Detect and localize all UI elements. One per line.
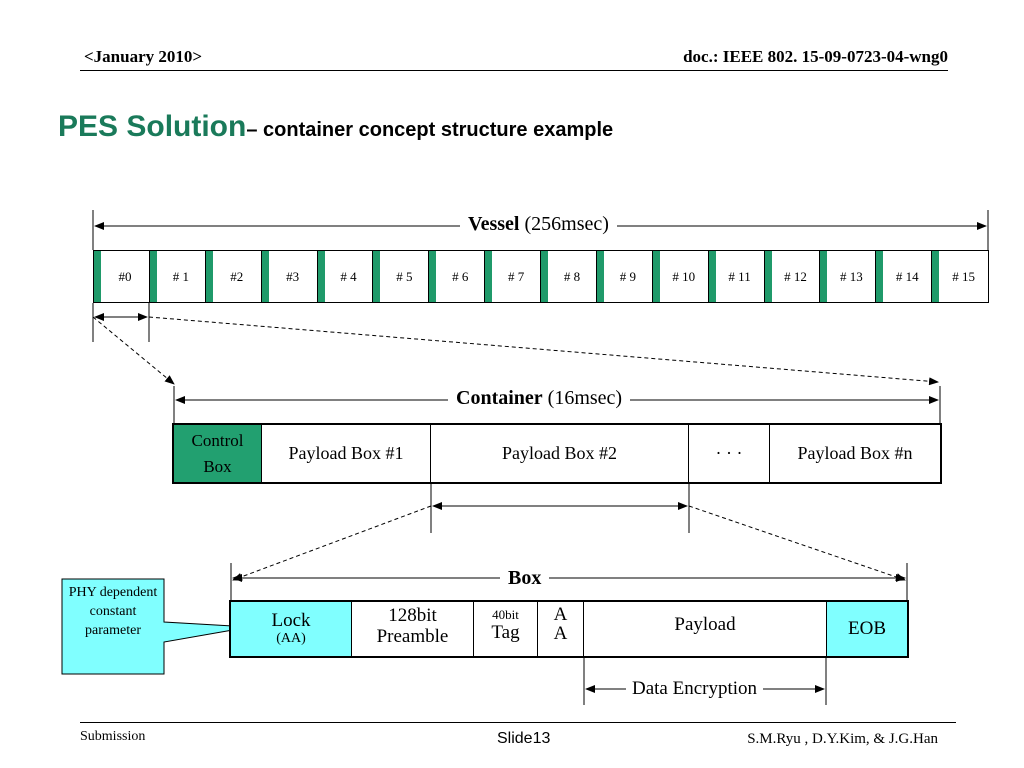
footer-authors: S.M.Ryu , D.Y.Kim, & J.G.Han [747,731,938,747]
vessel-label: Vessel (256msec) [460,213,617,236]
preamble-label: Preamble [376,626,449,647]
aa-field: A A [538,602,584,656]
vessel-slot-control-marker [429,251,437,302]
payload-box-n: Payload Box #n [797,443,913,463]
vessel-slot: # 4 [325,251,374,302]
vessel-slot: # 11 [716,251,765,302]
vessel-slot-control-marker [317,251,325,302]
vessel-slot-control-marker [708,251,716,302]
vessel-label-duration: (256msec) [524,213,609,235]
lock-sublabel: (AA) [276,631,306,646]
ellipsis: · · · [689,425,770,482]
slide-title: PES Solution– container concept structur… [58,110,613,144]
tag-label: Tag [491,622,520,643]
aa-line-1: A [553,604,568,625]
eob-field: EOB [827,602,907,656]
container-label-duration: (16msec) [547,387,623,409]
vessel-slot-control-marker [820,251,828,302]
vessel-slot: # 14 [883,251,933,302]
vessel-slot-control-marker [652,251,660,302]
vessel-slot: #3 [269,251,318,302]
footer-slide-number: Slide13 [497,730,551,747]
vessel-slot: # 15 [952,268,975,284]
lock-label: Lock [271,610,311,631]
control-box: Control Box [174,425,262,482]
box-label: Box [500,567,550,590]
vessel-slot-control-marker [932,251,940,302]
vessel-slot: # 7 [492,251,541,302]
payload-box-1: Payload Box #1 [262,425,431,482]
vessel-label-bold: Vessel [468,213,520,235]
footer-divider [80,722,956,723]
payload-field: Payload [584,602,827,656]
vessel-slot: # 1 [157,251,206,302]
vessel-slot-control-marker [876,251,884,302]
vessel-slot-control-marker [764,251,772,302]
container-label: Container (16msec) [448,387,631,410]
vessel-slot: # 8 [548,251,597,302]
payload-box-2: Payload Box #2 [431,425,689,482]
title-subtitle: – container concept structure example [246,119,614,141]
container-row: Control Box Payload Box #1 Payload Box #… [172,423,942,484]
vessel-slot: # 6 [436,251,486,302]
vessel-slot: # 12 [772,251,821,302]
vessel-slot-control-marker [94,251,101,302]
footer-submission: Submission [80,729,146,744]
header-divider [80,70,948,71]
vessel-slot-control-marker [596,251,604,302]
title-main: PES Solution [58,110,247,143]
header-date: <January 2010> [84,47,203,66]
callout-shape [61,578,251,675]
lock-field: Lock (AA) [231,602,352,656]
vessel-slot: # 9 [604,251,653,302]
vessel-slot: # 5 [380,251,430,302]
vessel-slot-control-marker [149,251,157,302]
vessel-bar: #0# 1#2#3# 4# 5# 6# 7# 8# 9# 10# 11# 12#… [93,250,989,303]
preamble-field: 128bit Preamble [352,602,474,656]
container-label-bold: Container [456,387,543,409]
tag-field: 40bit Tag [474,602,538,656]
vessel-slot: # 10 [660,251,709,302]
callout-text: PHY dependent constant parameter [68,585,158,638]
preamble-bits: 128bit [388,605,437,626]
vessel-slot-control-marker [261,251,269,302]
aa-line-2: A [553,623,568,644]
box-row: Lock (AA) 128bit Preamble 40bit Tag A A … [229,600,909,658]
vessel-slot-control-marker [541,251,548,302]
vessel-slot-control-marker [485,251,493,302]
vessel-slot: #0 [101,251,150,302]
vessel-slot-control-marker [205,251,213,302]
header-doc-id: doc.: IEEE 802. 15-09-0723-04-wng0 [683,47,948,66]
tag-bits: 40bit [492,607,519,622]
vessel-slot-control-marker [373,251,381,302]
vessel-slot: #2 [213,251,262,302]
data-encryption-label: Data Encryption [626,678,764,700]
vessel-slot: # 13 [827,251,877,302]
